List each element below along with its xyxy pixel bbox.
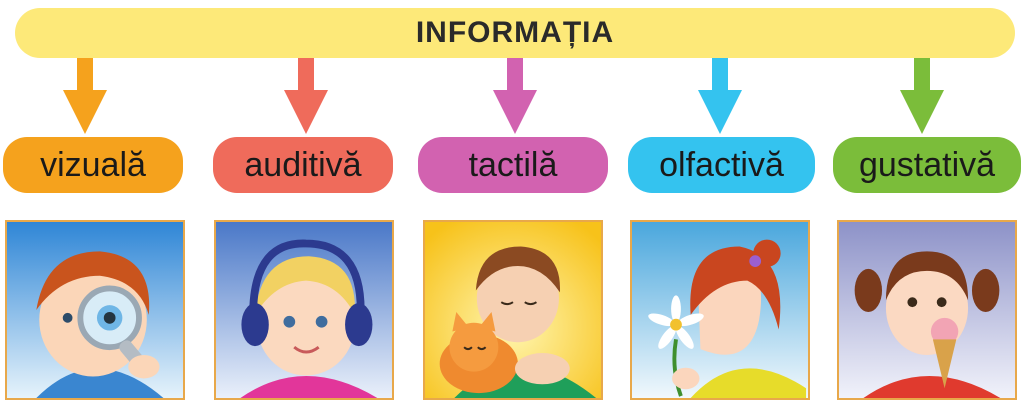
sense-label-tactile: tactilă <box>418 137 608 193</box>
illustration-tactile <box>423 220 603 400</box>
title-banner: INFORMAȚIA <box>15 8 1015 58</box>
down-arrow-icon <box>284 58 328 134</box>
diagram-title: INFORMAȚIA <box>415 16 615 49</box>
sense-label-visual: vizuală <box>3 137 183 193</box>
illustration-gustatory <box>837 220 1017 400</box>
illustration-visual <box>5 220 185 400</box>
sense-label-auditory: auditivă <box>213 137 393 193</box>
illustration-olfactory <box>630 220 810 400</box>
down-arrow-icon <box>698 58 742 134</box>
down-arrow-icon <box>493 58 537 134</box>
sense-label-gustatory: gustativă <box>833 137 1021 193</box>
illustration-auditory <box>214 220 394 400</box>
down-arrow-icon <box>900 58 944 134</box>
sense-label-olfactory: olfactivă <box>628 137 815 193</box>
down-arrow-icon <box>63 58 107 134</box>
